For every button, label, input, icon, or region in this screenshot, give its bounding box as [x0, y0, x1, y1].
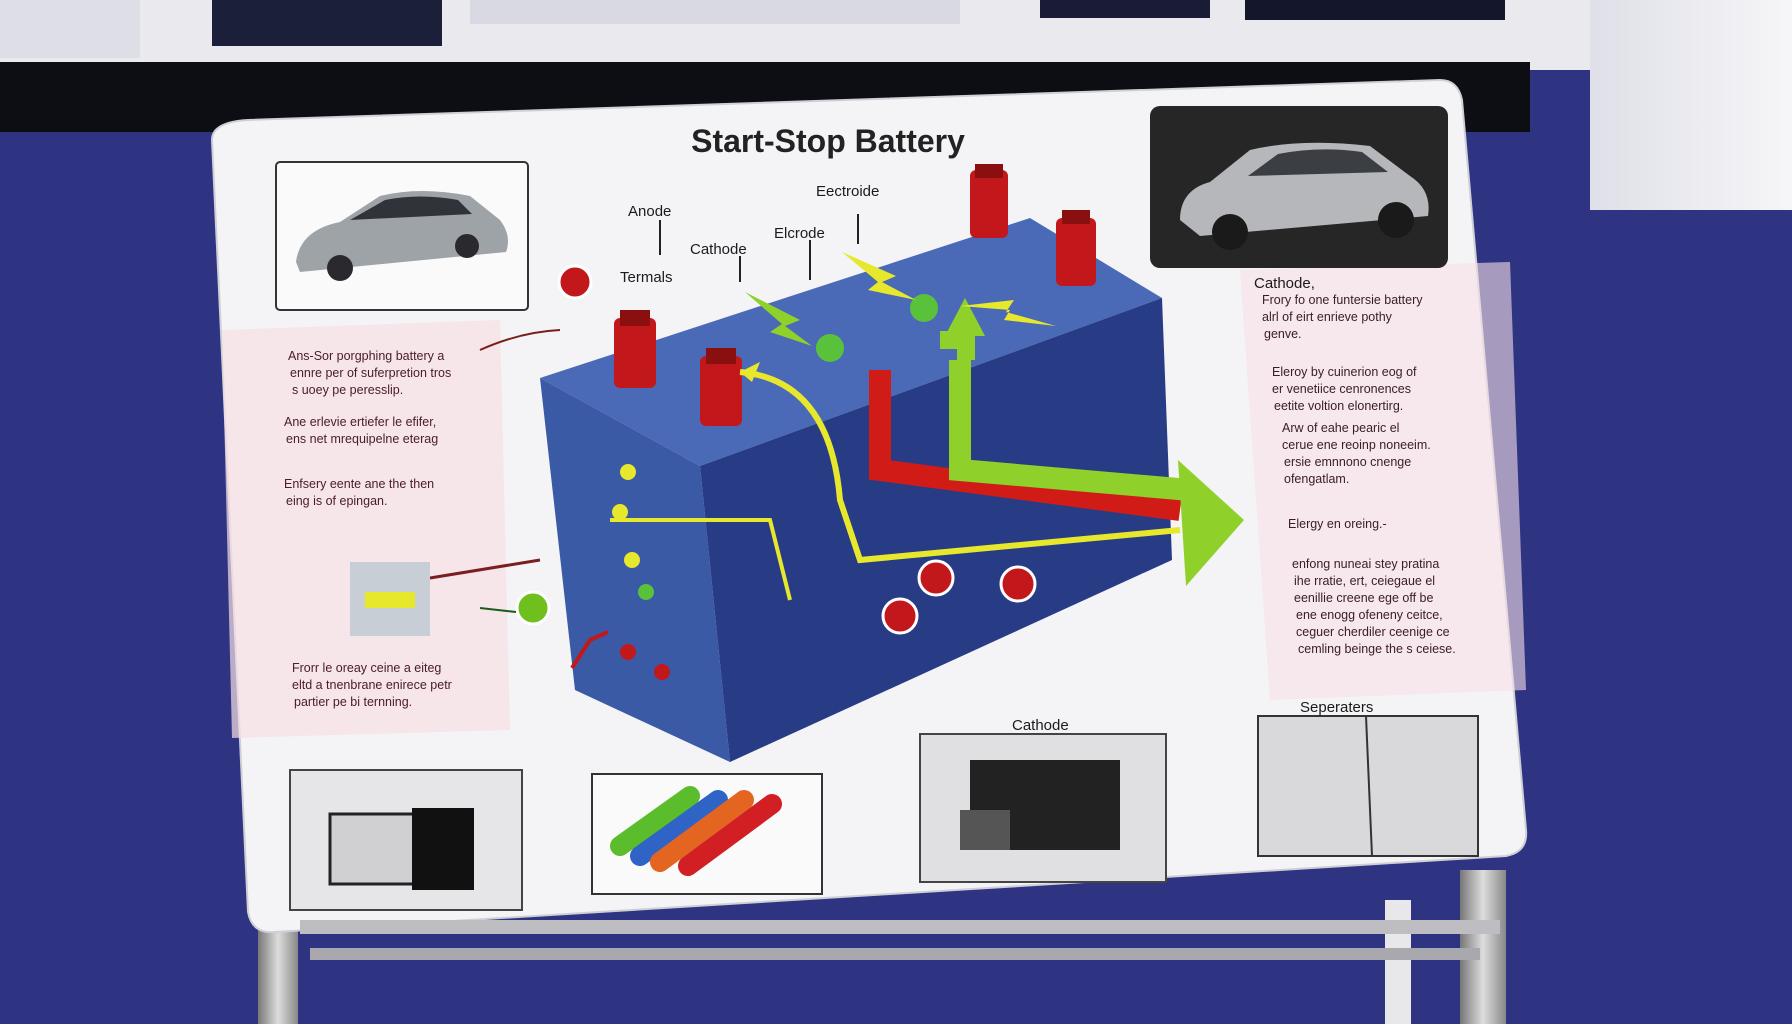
right-text-line: Elergy en oreing.- — [1288, 517, 1387, 531]
label-electrode: Elcrode — [774, 225, 825, 242]
label-electrolyte: Eectroide — [816, 183, 879, 200]
label-anode: Anode — [628, 203, 671, 220]
right-text-line: eetite voltion elonertirg. — [1274, 399, 1403, 413]
left-text-line: eing is of epingan. — [286, 494, 387, 508]
left-text-line: Ans-Sor porgphing battery a — [288, 349, 444, 363]
display-box — [1040, 0, 1210, 18]
battery-box-image — [289, 769, 523, 911]
left-text-line: s uoey pe peresslip. — [292, 383, 403, 397]
label-separators: Seperaters — [1300, 699, 1373, 716]
display-box — [1245, 0, 1505, 20]
stand-leg — [1460, 870, 1506, 1024]
right-text-line: er venetiice cenronences — [1272, 382, 1411, 396]
display-box — [470, 0, 960, 24]
display-box — [212, 0, 442, 46]
right-text-line: cemling beinge the s ceiese. — [1298, 642, 1456, 656]
left-text-line: eltd a tnenbrane enirece petr — [292, 678, 452, 692]
left-text-line: ennre per of suferpretion tros — [290, 366, 451, 380]
label-terminals: Termals — [620, 269, 673, 286]
right-text-line: ceguer cherdiler ceenige ce — [1296, 625, 1450, 639]
electrode-rods-image — [591, 773, 823, 895]
right-text-line: ene enogg ofeneny ceitce, — [1296, 608, 1443, 622]
left-text-line: Ane erlevie ertiefer le efifer, — [284, 415, 436, 429]
left-description: Ans-Sor porgphing battery a ennre per of… — [284, 349, 452, 709]
right-text-line: cerue ene reoinp noneeim. — [1282, 438, 1431, 452]
right-text-line: ihe rratie, ert, ceiegaue el — [1294, 574, 1435, 588]
left-text-line: partier pe bi ternning. — [294, 695, 412, 709]
separators-image — [1257, 715, 1479, 857]
car-image — [275, 161, 529, 311]
label-cathode: Cathode — [690, 241, 747, 258]
right-text-line: eenillie creene ege off be — [1294, 591, 1434, 605]
right-text-line: ofengatlam. — [1284, 472, 1349, 486]
left-text-line: Frorr le oreay ceine a eiteg — [292, 661, 441, 675]
right-text-line: Arw of eahe pearic el — [1282, 421, 1399, 435]
sign-title: Start-Stop Battery — [691, 123, 965, 159]
label-cathode-bottom: Cathode — [1012, 717, 1069, 734]
right-description: Frory fo one funtersie battery alrl of e… — [1262, 293, 1456, 656]
switch-icon — [350, 562, 430, 636]
label-cathode-right: Cathode, — [1254, 275, 1315, 292]
right-text-line: genve. — [1264, 327, 1302, 341]
right-text-line: alrl of eirt enrieve pothy — [1262, 310, 1393, 324]
car-photo — [1150, 106, 1448, 268]
battery-diagram — [429, 164, 1244, 762]
right-text-line: enfong nuneai stey pratina — [1292, 557, 1439, 571]
right-text-line: Frory fo one funtersie battery — [1262, 293, 1423, 307]
left-text-line: ens net mrequipelne eterag — [286, 432, 438, 446]
showroom-wall — [1590, 0, 1792, 210]
left-text-line: Enfsery eente ane the then — [284, 477, 434, 491]
engine-image — [919, 733, 1167, 883]
right-text-line: ersie emnnono cnenge — [1284, 455, 1411, 469]
display-box — [0, 0, 140, 58]
right-text-line: Eleroy by cuinerion eog of — [1272, 365, 1417, 379]
